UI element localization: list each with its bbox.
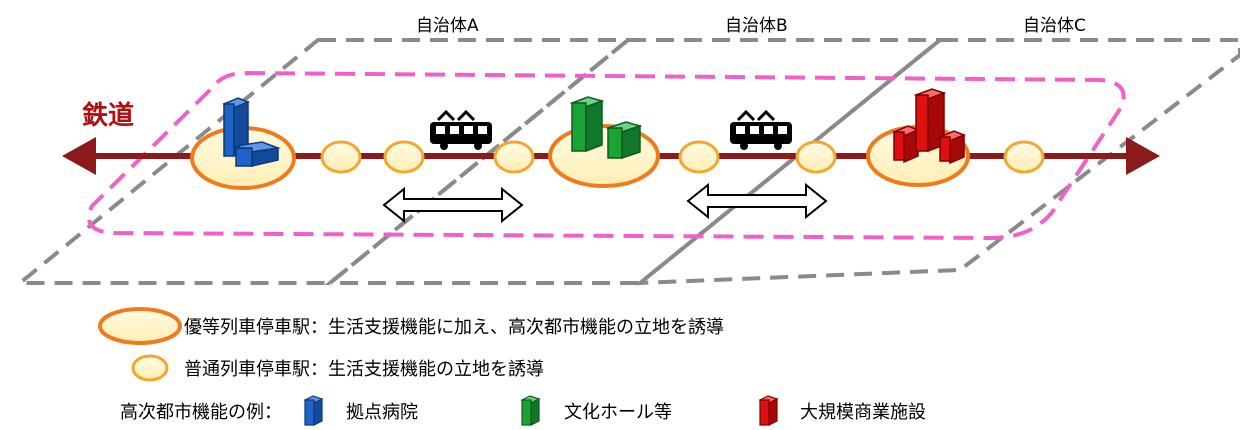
local-station-4 <box>678 140 720 174</box>
train-icon <box>730 109 792 150</box>
culture-hall-building <box>569 96 643 160</box>
legend-culture-hall-label: 文化ホール等 <box>564 402 672 423</box>
rail-arrow-right <box>1126 137 1160 175</box>
urban-corridor-zone <box>86 70 1126 241</box>
local-station-2 <box>383 140 425 174</box>
legend-hospital-icon <box>303 395 324 426</box>
hospital-building <box>222 97 281 167</box>
local-station-5 <box>795 140 837 174</box>
legend-culture-hall-icon <box>520 395 541 426</box>
train-icon <box>430 109 492 150</box>
railway-label: 鉄道 <box>82 100 134 131</box>
local-station-6 <box>1003 140 1045 174</box>
legend-commercial-label: 大規模商業施設 <box>800 402 926 423</box>
boundary-municipality-a <box>14 38 634 285</box>
legend-local-station-icon <box>131 354 169 382</box>
legend-express-station-icon <box>98 307 182 345</box>
local-station-1 <box>320 140 362 174</box>
legend-examples-title: 高次都市機能の例： <box>120 402 282 423</box>
municipality-c-label: 自治体C <box>1023 16 1086 36</box>
rail-arrow-left <box>62 137 96 175</box>
municipality-b-label: 自治体B <box>725 16 788 36</box>
boundary-municipality-c <box>634 38 1240 286</box>
legend-hospital-label: 拠点病院 <box>346 402 418 423</box>
legend: 優等列車停車駅：生活支援機能に加え、高次都市機能の立地を誘導 普通列車停車駅：生… <box>98 307 926 426</box>
commercial-building <box>892 88 966 165</box>
municipality-a-label: 自治体A <box>416 16 479 36</box>
legend-commercial-icon <box>758 395 779 426</box>
local-stations <box>320 140 1045 174</box>
legend-local-station-label: 普通列車停車駅：生活支援機能の立地を誘導 <box>184 359 544 380</box>
double-arrow-icon <box>686 182 828 220</box>
express-station-b <box>548 124 660 188</box>
double-arrow-icon <box>382 186 524 224</box>
legend-express-station-label: 優等列車停車駅：生活支援機能に加え、高次都市機能の立地を誘導 <box>184 317 724 338</box>
local-station-3 <box>493 140 535 174</box>
